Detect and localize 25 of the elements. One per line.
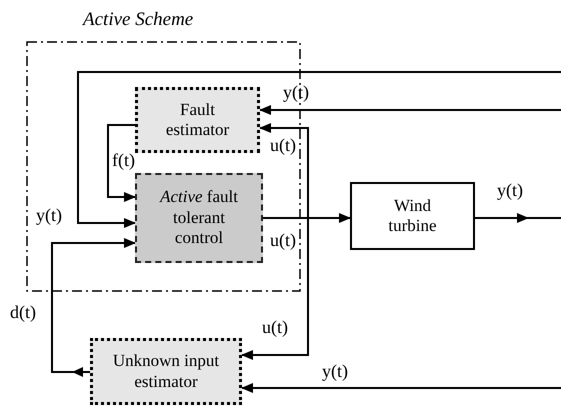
arrow [259, 123, 309, 219]
arrow [475, 213, 529, 223]
signal-label: f(t) [112, 151, 135, 169]
block-label: Fault estimator [164, 100, 230, 140]
block-label: Active fault tolerant control [158, 187, 239, 249]
signal-label: d(t) [10, 303, 36, 321]
estimator-box [90, 338, 242, 405]
controller-box [135, 173, 263, 263]
signal-label: y(t) [322, 362, 348, 380]
plant-box [350, 182, 475, 250]
arrow [241, 383, 561, 393]
block-label: Wind turbine [387, 196, 438, 236]
group-heading: Active Scheme [83, 10, 194, 29]
arrow [241, 217, 309, 360]
block-label: Unknown input estimator [112, 351, 220, 392]
arrow [259, 105, 561, 115]
signal-label: y(t) [497, 181, 523, 199]
signal-label: y(t) [36, 206, 62, 224]
estimator-box [135, 87, 260, 153]
arrow [77, 71, 561, 228]
arrow [107, 124, 136, 202]
signal-label: u(t) [270, 231, 296, 249]
signal-label: u(t) [270, 136, 296, 154]
signal-label: u(t) [262, 318, 288, 336]
arrow [51, 238, 136, 377]
